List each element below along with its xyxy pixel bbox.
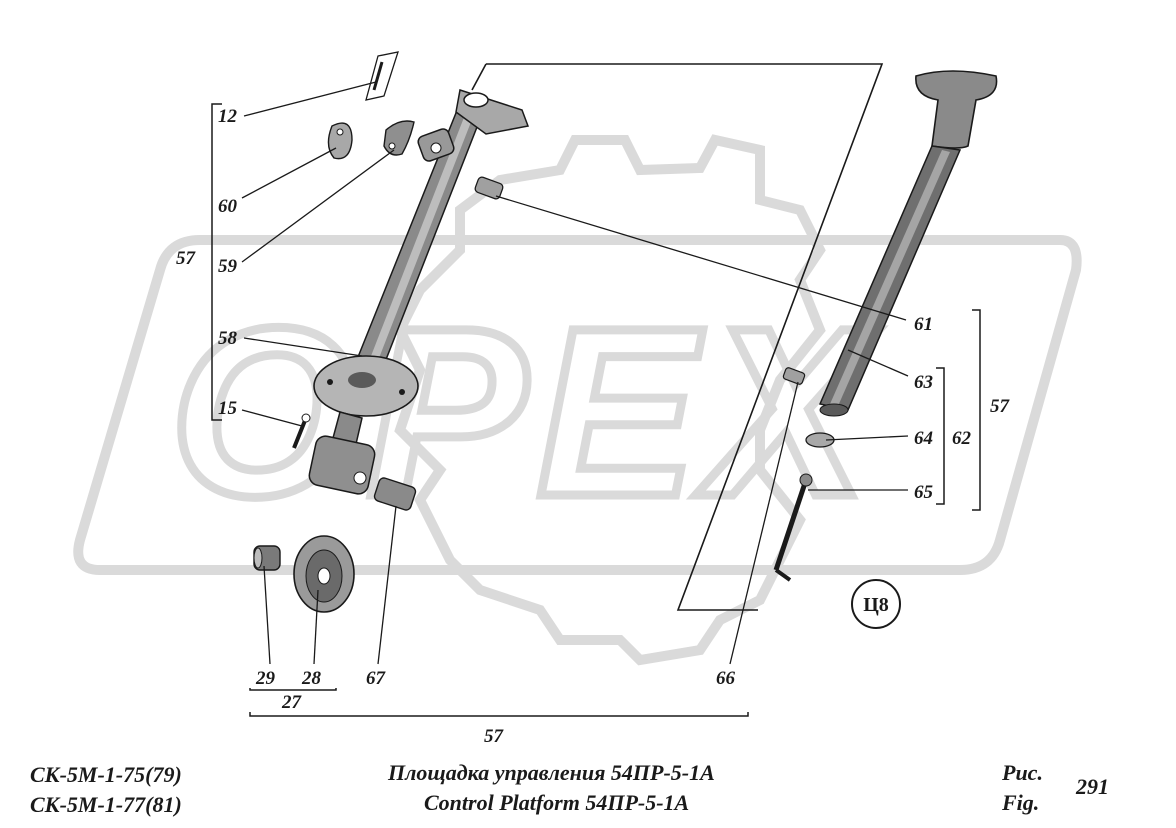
- badge-text: Ц8: [863, 594, 889, 616]
- assembly-frame: [486, 63, 884, 611]
- callout-66: 66: [716, 668, 736, 689]
- callout-59: 59: [218, 256, 238, 277]
- model-code-2: СК-5М-1-77(81): [30, 792, 182, 817]
- frame-top-link: [471, 63, 487, 91]
- callout-67: 67: [366, 668, 387, 689]
- callout-27: 27: [281, 692, 303, 713]
- callout-57-bottom: 57: [484, 726, 505, 747]
- column-lower: [308, 411, 376, 495]
- watermark-oval: [73, 235, 1082, 575]
- figure-title-en: Control Platform 54ПР-5-1А: [424, 790, 690, 815]
- callout-61: 61: [914, 314, 933, 335]
- figure-title-ru: Площадка управления 54ПР-5-1А: [388, 760, 715, 785]
- column-tube: [351, 89, 530, 381]
- callout-28: 28: [301, 668, 322, 689]
- bracket-62: [936, 367, 945, 505]
- part-59-lever: [383, 120, 415, 156]
- part-65-rod: [773, 473, 813, 582]
- brackets: [211, 103, 981, 717]
- model-code-1: СК-5М-1-75(79): [30, 762, 182, 787]
- watermark-gear: [394, 134, 826, 666]
- callout-57-left: 57: [176, 248, 197, 269]
- handle-shaft: [818, 70, 998, 417]
- bracket-27-outer: [249, 712, 749, 717]
- part-67-bushing: [373, 477, 417, 511]
- part-61-bolt: [474, 176, 504, 200]
- part-63-screw: [782, 367, 806, 385]
- callout-65: 65: [914, 482, 934, 503]
- callout-64: 64: [914, 428, 933, 449]
- callout-58: 58: [218, 328, 238, 349]
- callout-29: 29: [255, 668, 276, 689]
- callout-60: 60: [218, 196, 238, 217]
- callout-63: 63: [914, 372, 933, 393]
- figure-label-en: Fig.: [1002, 790, 1040, 815]
- catalog-badge: Ц8: [851, 579, 901, 629]
- figure-label-ru: Рис.: [1002, 760, 1043, 785]
- part-15-pin: [292, 413, 311, 449]
- callout-12: 12: [218, 106, 238, 127]
- part-28-wheel: [293, 535, 355, 613]
- part-29-ring: [253, 545, 281, 571]
- callout-62: 62: [952, 428, 972, 449]
- watermark-logo: OPEX: [73, 134, 1082, 666]
- part-60-clip: [327, 122, 353, 160]
- figure-number: 291: [1076, 774, 1109, 799]
- leader-lines: [241, 81, 909, 665]
- bracket-57-left: [211, 103, 222, 421]
- callout-57-right: 57: [990, 396, 1011, 417]
- bracket-27-inner: [249, 688, 337, 691]
- watermark-text: OPEX: [170, 278, 880, 546]
- flange-disc: [313, 355, 419, 417]
- bracket-57-right: [972, 309, 981, 511]
- callout-15: 15: [218, 398, 238, 419]
- part-12-pin: [365, 51, 399, 101]
- callouts: 12 60 57 59 58 15 61 63 64 62 57 65 29 2…: [176, 106, 1011, 747]
